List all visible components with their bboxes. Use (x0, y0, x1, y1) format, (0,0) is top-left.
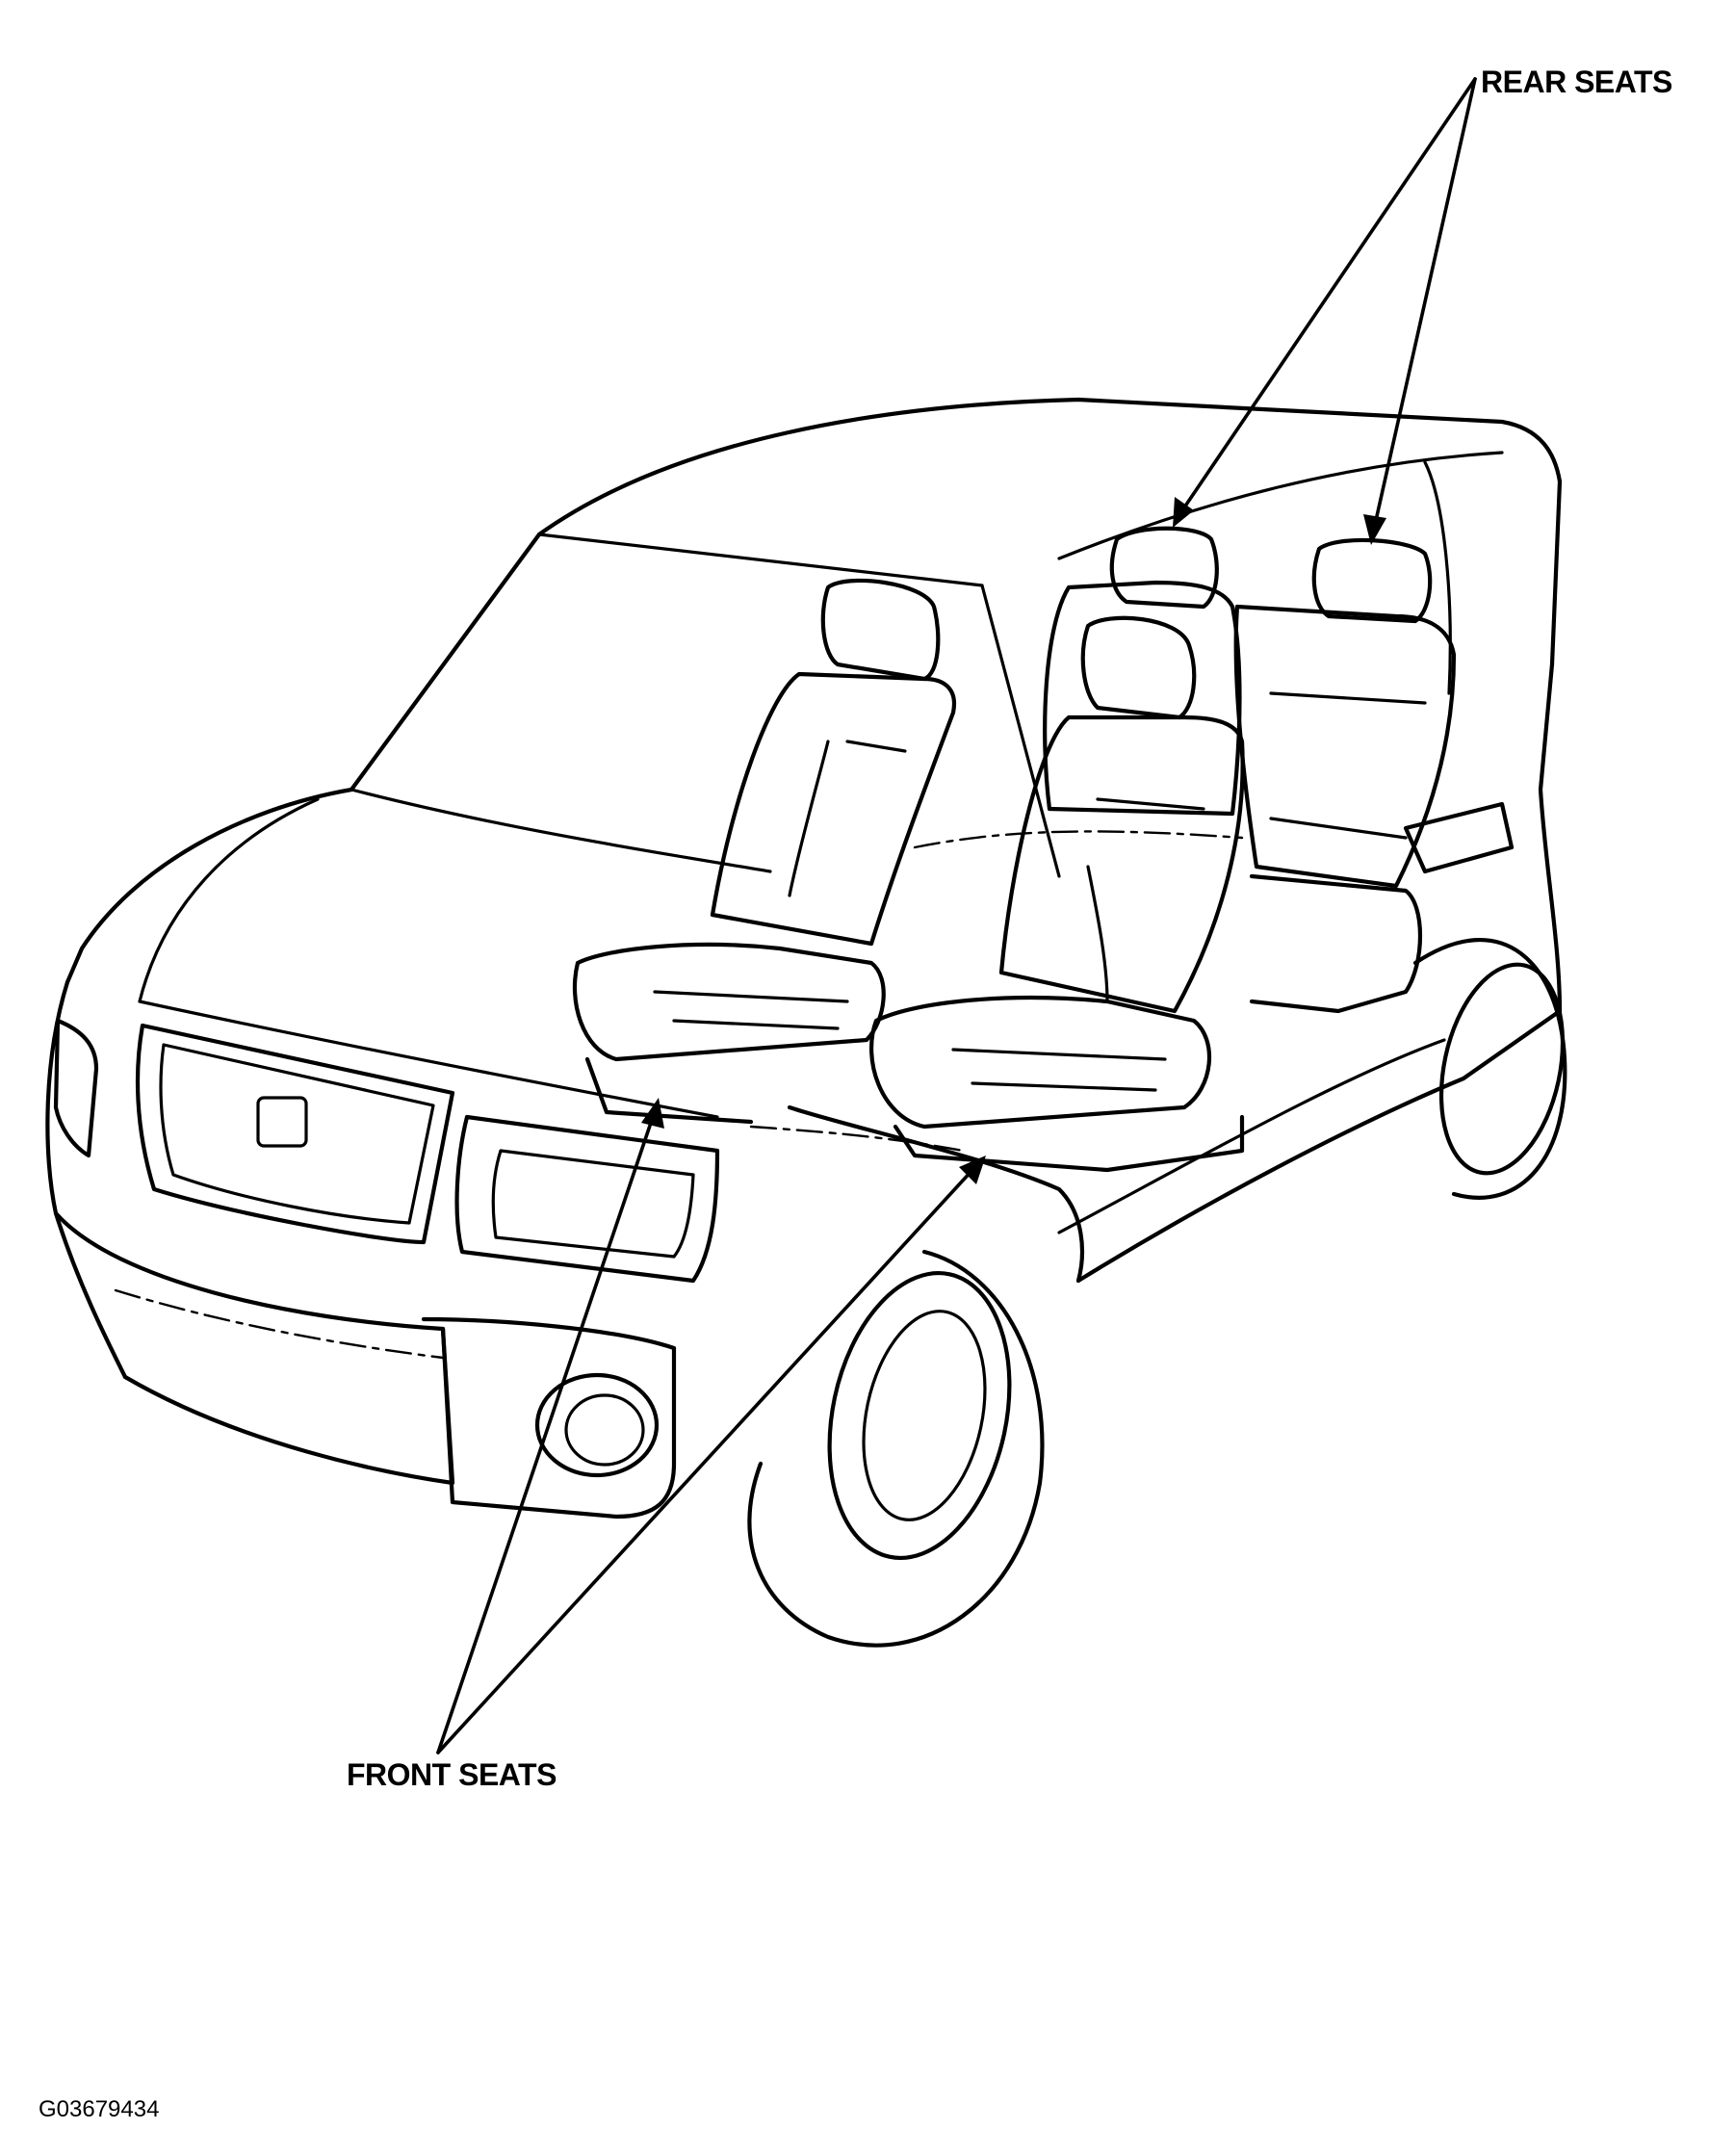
front-wheel (747, 1249, 1045, 1648)
a-pillar (349, 532, 542, 792)
hood-outline (65, 787, 354, 985)
rear-seat-left-headrest (1109, 526, 1219, 610)
rear-seat-right (1233, 537, 1515, 1014)
rear-wheel (1412, 937, 1567, 1200)
rear-seats-leaders (1173, 77, 1477, 545)
rear-seats-arrow-1 (1173, 497, 1194, 528)
reference-code: G03679434 (39, 2096, 160, 2122)
headlight-right-inner (491, 1149, 695, 1259)
front-seats-leaders (436, 1098, 986, 1754)
front-seats-leader-2 (436, 1168, 974, 1754)
bumper-line (114, 1288, 445, 1360)
rear-wheel-rim (1438, 962, 1566, 1176)
body-side-lower (1075, 1076, 1466, 1284)
rear-pillar (1423, 460, 1452, 695)
rear-seat-right-back (1233, 604, 1457, 889)
windshield-top (537, 533, 984, 587)
headlight-left (53, 1018, 99, 1158)
hood-crease (138, 797, 320, 1003)
floor-line-2 (749, 1125, 965, 1153)
honda-emblem (256, 1096, 308, 1148)
rear-seat-left (1043, 526, 1242, 817)
front-seat-right-back (998, 714, 1245, 1014)
front-wheel-hub (862, 1310, 987, 1521)
front-fender-arch (787, 1104, 1084, 1284)
fog-light (534, 1372, 660, 1478)
front-seat-right-rail (893, 1114, 1245, 1173)
rear-seats-leader-1 (1180, 77, 1477, 512)
front-seat-left-rail (584, 1056, 754, 1125)
headlight-right (454, 1114, 720, 1284)
fog-light-inner (564, 1393, 645, 1467)
grille-outer (135, 1023, 455, 1245)
front-seat-left (572, 578, 957, 1125)
vehicle-body (45, 397, 1563, 1520)
bumper (53, 1210, 455, 1486)
front-seat-left-cushion (572, 942, 886, 1062)
front-seat-right (868, 615, 1245, 1173)
rear-quarter (1461, 662, 1563, 1081)
roof-outline (536, 397, 1563, 667)
windshield-cowl (350, 788, 772, 873)
front-seat-left-back (710, 671, 957, 947)
front-seat-left-headrest (820, 578, 941, 682)
floor-line (913, 830, 1244, 849)
front-seat-right-cushion (868, 995, 1212, 1130)
rear-seat-left-back (1043, 580, 1242, 817)
rear-window-line (1057, 451, 1504, 560)
grille-inner (159, 1043, 435, 1225)
front-seats-arrow-2 (959, 1156, 986, 1184)
rear-seats-arrow-2 (1363, 514, 1386, 545)
front-seat-right-headrest (1080, 615, 1197, 720)
bumper-center (421, 1316, 677, 1520)
front-seats-arrow-1 (641, 1098, 664, 1129)
hood-front-edge (138, 1000, 719, 1119)
rear-seats-callout: REAR SEATS (1481, 65, 1672, 99)
front-wheel-rim (827, 1270, 1012, 1561)
rear-seats-leader-2 (1373, 77, 1477, 527)
rear-seatbelt-buckle (1403, 801, 1515, 874)
rear-seat-right-cushion (1249, 873, 1423, 1014)
b-pillar (980, 584, 1061, 878)
rocker-panel (1057, 1038, 1446, 1234)
rear-seat-right-headrest (1311, 537, 1433, 624)
front-seats-leader-1 (436, 1115, 655, 1754)
front-seats-callout: FRONT SEATS (347, 1757, 557, 1792)
